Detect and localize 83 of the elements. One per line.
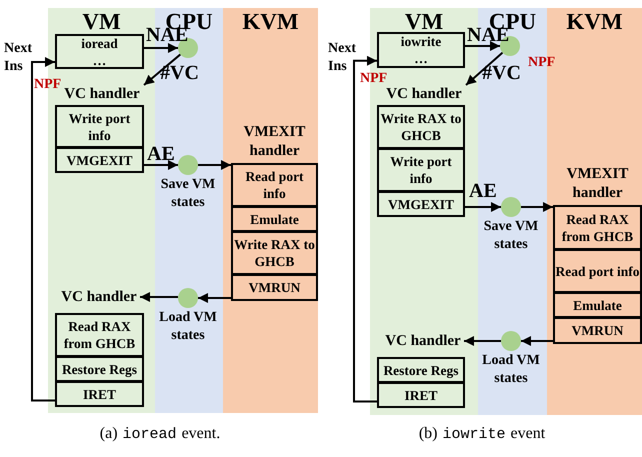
box-label: VMGEXIT bbox=[388, 196, 454, 212]
box-label: Restore Regs bbox=[383, 362, 459, 378]
circle-caption: Save VM states bbox=[160, 176, 216, 212]
caption-text: (a) bbox=[100, 424, 118, 444]
process-box bbox=[377, 357, 465, 383]
box-label: iowrite bbox=[400, 33, 442, 50]
process-box bbox=[55, 34, 144, 69]
process-box bbox=[55, 147, 144, 173]
handler-label: VC handler bbox=[60, 85, 144, 103]
note-label: Next Ins bbox=[328, 40, 357, 76]
box-label: … bbox=[92, 52, 106, 68]
handler-label: VC handler bbox=[382, 85, 466, 103]
box-label: Emulate bbox=[250, 210, 299, 228]
arrow bbox=[465, 202, 501, 212]
code-term: ioread bbox=[122, 425, 177, 445]
box-label: Restore Regs bbox=[62, 360, 138, 378]
box-label: Write port info bbox=[389, 153, 453, 187]
box-label: Read port info bbox=[244, 168, 305, 202]
process-box bbox=[377, 148, 465, 192]
process-box bbox=[231, 206, 318, 232]
box-label: Write RAX to GHCB bbox=[233, 236, 316, 270]
column-heading: VM bbox=[81, 8, 122, 36]
edge-label: #VC bbox=[482, 62, 521, 84]
fault-label: NPF bbox=[34, 76, 62, 94]
box-label: Read RAX from GHCB bbox=[560, 210, 634, 244]
arrow bbox=[521, 336, 553, 346]
column-band bbox=[223, 8, 318, 413]
arrow bbox=[144, 43, 178, 53]
process-box bbox=[377, 382, 465, 408]
handler-label: VC handler bbox=[382, 332, 464, 350]
arrow bbox=[198, 293, 231, 303]
box-label: IRET bbox=[404, 386, 438, 404]
arrow bbox=[465, 52, 504, 86]
box-label: Read RAX from GHCB bbox=[62, 318, 136, 352]
process-box bbox=[553, 249, 642, 293]
fault-label: NPF bbox=[528, 54, 556, 72]
arrow bbox=[353, 56, 377, 402]
box-label: VMGEXIT bbox=[66, 152, 132, 168]
process-box bbox=[55, 105, 144, 148]
process-box bbox=[553, 292, 642, 318]
arrow bbox=[198, 160, 231, 170]
arrow bbox=[140, 292, 178, 302]
edge-label: #VC bbox=[160, 62, 199, 84]
process-box bbox=[553, 205, 642, 250]
box-label: VMRUN bbox=[572, 322, 624, 339]
edge-label: AE bbox=[469, 180, 497, 202]
process-box bbox=[55, 313, 144, 357]
column-heading: KVM bbox=[565, 8, 624, 36]
process-box bbox=[553, 317, 642, 344]
arrow bbox=[31, 57, 55, 402]
note-label: Next Ins bbox=[4, 40, 33, 76]
box-label: ioread bbox=[81, 34, 118, 52]
process-box bbox=[377, 32, 465, 68]
circle-caption: Load VM states bbox=[158, 309, 218, 345]
box-label: Emulate bbox=[573, 296, 622, 314]
edge-label: AE bbox=[147, 143, 175, 165]
process-box bbox=[231, 274, 318, 301]
box-label: VMRUN bbox=[248, 279, 300, 296]
box-label: Read port info bbox=[556, 262, 640, 280]
box-label: Write RAX to GHCB bbox=[380, 110, 462, 144]
handler-label: VC handler bbox=[58, 288, 140, 306]
process-box bbox=[55, 356, 144, 382]
arrow bbox=[464, 336, 501, 346]
circle-caption: Load VM states bbox=[481, 352, 541, 388]
caption-text: (b) bbox=[418, 424, 438, 444]
code-term: iowrite bbox=[442, 425, 506, 445]
box-label: … bbox=[414, 50, 428, 67]
arrow bbox=[143, 54, 181, 86]
arrow bbox=[144, 160, 178, 170]
stack-heading: VMEXIT handler bbox=[566, 165, 630, 203]
column-heading: KVM bbox=[241, 8, 300, 36]
arrow bbox=[465, 41, 500, 51]
caption-text: event. bbox=[182, 424, 220, 444]
process-box bbox=[377, 191, 465, 217]
process-box bbox=[231, 163, 318, 207]
box-label: Write port info bbox=[68, 110, 132, 144]
caption-text: event bbox=[510, 424, 546, 444]
arrow bbox=[521, 202, 553, 212]
fault-label: NPF bbox=[360, 70, 388, 88]
stack-heading: VMEXIT handler bbox=[242, 123, 306, 161]
process-box bbox=[55, 381, 144, 407]
circle-caption: Save VM states bbox=[482, 218, 540, 254]
box-label: IRET bbox=[82, 386, 116, 402]
